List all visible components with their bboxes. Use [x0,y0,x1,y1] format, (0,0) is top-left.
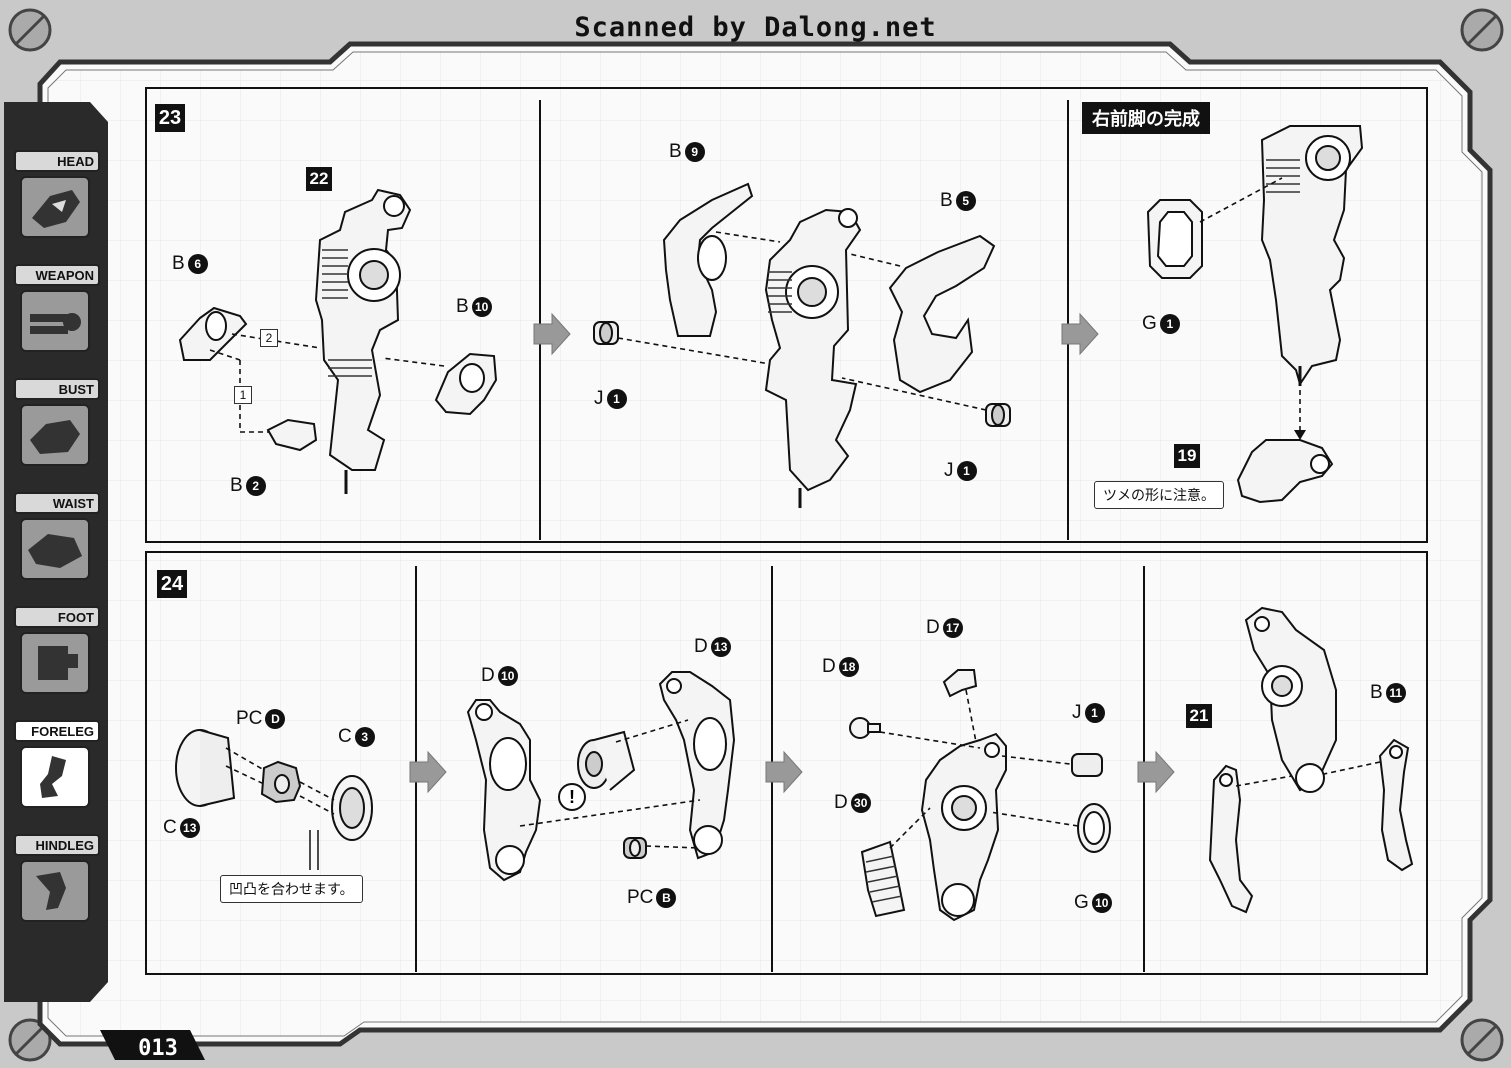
foreleg-inner-assembly [920,732,1007,922]
corner-bolt-icon [1460,1018,1504,1062]
step-24-panel [145,551,1428,975]
part-PCB [623,837,647,859]
gear-part [577,730,636,791]
order-number: 2 [260,329,278,347]
part-G10 [1077,803,1111,853]
tab-label: HEAD [14,150,100,172]
part-J1 [593,321,619,345]
part-D17 [942,669,978,698]
corner-bolt-icon [1460,8,1504,52]
next-arrow-icon [1061,312,1099,356]
foreleg-frame-part-22 [314,188,412,494]
hindleg-icon [20,860,90,922]
assembly-note: 凹凸を合わせます。 [220,875,363,903]
tab-label: FORELEG [14,720,100,742]
foreleg-frame-assembly [764,208,862,508]
foot-icon [20,632,90,694]
tab-label: FOOT [14,606,100,628]
part-B5 [888,234,996,394]
foreleg-frame-part-21 [1244,606,1337,793]
part-C13 [175,729,236,807]
tab-label: BUST [14,378,100,400]
part-B10 [434,352,498,416]
next-arrow-icon [765,750,803,794]
assembly-note: ツメの形に注意。 [1094,481,1224,509]
part-D10 [466,699,542,882]
next-arrow-icon [409,750,447,794]
corner-bolt-icon [8,1018,52,1062]
part-D13 [658,671,736,860]
head-icon [20,176,90,238]
waist-icon [20,518,90,580]
sub-assembly-number: 22 [306,167,332,191]
part-B9 [662,182,754,337]
completed-right-foreleg [1260,125,1364,387]
lower-leg-part [1208,764,1254,914]
corner-bolt-icon [8,8,52,52]
part-B2 [266,418,318,452]
step-number: 24 [157,570,187,598]
next-arrow-icon [533,312,571,356]
foreleg-icon [20,746,90,808]
tab-label: WEAPON [14,264,100,286]
step-number: 23 [155,104,185,132]
part-J1 [1071,753,1103,777]
tab-label: HINDLEG [14,834,100,856]
bust-icon [20,404,90,466]
part-PCD [260,760,302,804]
part-J1 [985,403,1011,427]
step-23-panel [145,87,1428,543]
next-arrow-icon [1137,750,1175,794]
sidebar: HEAD WEAPON BUST WAIST FOOT FORELEG HI [4,102,108,1002]
part-G1 [1146,199,1203,279]
sub-assembly-number: 21 [1186,704,1212,728]
part-D30 [860,840,906,918]
watermark: Scanned by Dalong.net [574,12,937,43]
weapon-icon [20,290,90,352]
step-title: 右前脚の完成 [1082,102,1210,134]
part-D18 [849,717,881,739]
order-number: 1 [234,386,252,404]
claw-part-19 [1236,439,1334,504]
tab-label: WAIST [14,492,100,514]
caution-icon: ! [558,783,586,811]
sub-assembly-number: 19 [1174,444,1200,468]
part-B6 [178,306,248,361]
part-B11 [1378,738,1414,872]
part-C3 [331,775,373,841]
page-number: 013 [138,1036,178,1061]
